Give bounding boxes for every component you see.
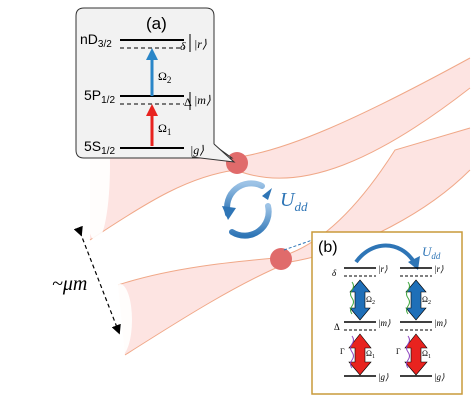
upper-atom xyxy=(226,152,248,174)
b-right-omega-2-label: Ω2 xyxy=(422,295,431,306)
panel-b-interaction-arc xyxy=(354,243,416,264)
b-right-ket-r: |r⟩ xyxy=(434,264,444,274)
b-left-omega-2-arrow xyxy=(349,279,371,321)
delta-small-label: δ xyxy=(180,39,186,53)
omega-2-arrow-head xyxy=(146,48,158,60)
ket-g-label: |g⟩ xyxy=(190,143,204,157)
b-right-omega-1-arrow xyxy=(404,333,428,376)
b-left-gamma-label: Γ xyxy=(340,347,345,356)
lower-laser-beam xyxy=(118,128,470,355)
level-mid-label: 5P1/2 xyxy=(84,87,115,106)
b-left-ket-g: |g⟩ xyxy=(378,372,389,382)
b-right-decay-green xyxy=(406,281,410,315)
lower-atom xyxy=(270,248,292,270)
delta-big-label: Δ xyxy=(184,95,192,109)
b-right-omega-2-arrow xyxy=(405,279,427,321)
b-left-ket-m: |m⟩ xyxy=(378,318,391,328)
panel-a-tag: (a) xyxy=(146,14,167,33)
ket-r-label: |r⟩ xyxy=(194,37,207,51)
lower-beam-end-cap xyxy=(108,284,132,356)
upper-beam-edge-bottom xyxy=(89,87,471,241)
b-left-omega-2-label: Ω2 xyxy=(366,295,375,306)
upper-laser-beam xyxy=(90,58,470,240)
panel-b-interaction-label: Udd xyxy=(422,244,441,261)
interaction-symbol: U xyxy=(280,189,296,211)
b-right-ket-m: |m⟩ xyxy=(434,318,447,328)
panel-b-box xyxy=(311,231,463,395)
b-left-decay-green xyxy=(350,281,354,315)
b-left-omega-1-arrow xyxy=(348,333,372,376)
b-right-decay-purple xyxy=(406,335,410,369)
b-left-omega-1-label: Ω1 xyxy=(366,349,375,360)
level-bottom-label: 5S1/2 xyxy=(84,138,115,157)
b-left-decay-purple xyxy=(350,335,354,369)
panel-a-callout-pointer xyxy=(191,143,236,163)
interaction-subscript: dd xyxy=(294,199,308,214)
b-left-delta-big: Δ xyxy=(334,322,340,332)
scale-dashed-arrow xyxy=(73,225,121,335)
panel-b-interaction-arrowhead xyxy=(408,256,420,270)
b-left-delta-small: δ xyxy=(332,268,337,278)
omega-1-label: Ω1 xyxy=(158,121,171,137)
interaction-label: Udd xyxy=(280,189,308,214)
b-right-gamma-label: Γ xyxy=(396,347,401,356)
omega-1-arrow-head xyxy=(146,104,158,116)
b-right-omega-1-label: Ω1 xyxy=(422,349,431,360)
omega-2-label: Ω2 xyxy=(158,69,171,85)
panel-b-tag: (b) xyxy=(318,239,338,256)
level-top-label: nD3/2 xyxy=(80,31,112,50)
b-left-ket-r: |r⟩ xyxy=(378,264,388,274)
scale-label: ~μm xyxy=(52,273,87,295)
b-right-ket-g: |g⟩ xyxy=(434,372,445,382)
interaction-cycle-arrows xyxy=(222,180,272,239)
ket-m-label: |m⟩ xyxy=(194,93,211,107)
